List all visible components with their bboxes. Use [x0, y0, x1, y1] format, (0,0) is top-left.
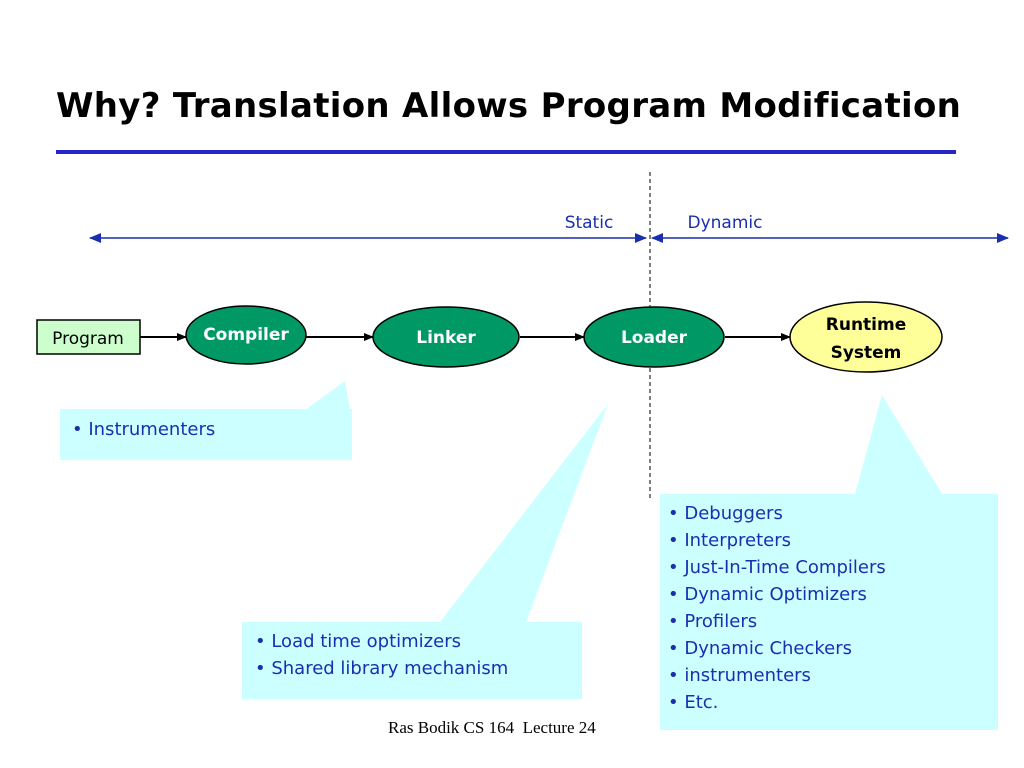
runtime-system-node: [789, 301, 943, 373]
instrumenters-list: Instrumenters: [72, 416, 215, 443]
static-label: Static: [565, 213, 614, 233]
callout-item: Debuggers: [668, 500, 886, 527]
compiler-node: [185, 305, 307, 365]
runtime-label-line1: Runtime: [826, 315, 907, 335]
load-time-list: Load time optimizersShared library mecha…: [255, 628, 508, 682]
runtime-tools-list: DebuggersInterpretersJust-In-Time Compil…: [668, 500, 886, 716]
callout-item: instrumenters: [668, 662, 886, 689]
callout-item: Load time optimizers: [255, 628, 508, 655]
callout-item: Interpreters: [668, 527, 886, 554]
compiler-label: Compiler: [203, 325, 289, 345]
program-label: Program: [52, 329, 124, 349]
dynamic-label: Dynamic: [688, 213, 763, 233]
callout-item: Dynamic Checkers: [668, 635, 886, 662]
title-underline: [56, 150, 956, 154]
runtime-callout-pointer: [855, 395, 942, 494]
callout-item: Etc.: [668, 689, 886, 716]
loader-node: [583, 306, 725, 368]
slide-footer: Ras Bodik CS 164 Lecture 24: [388, 718, 596, 737]
runtime-label-line2: System: [831, 343, 902, 363]
callout-item: Shared library mechanism: [255, 655, 508, 682]
linker-label: Linker: [416, 328, 476, 348]
callout-item: Just-In-Time Compilers: [668, 554, 885, 581]
program-box: [36, 319, 141, 355]
load-time-callout-pointer: [440, 404, 608, 622]
instrumenters-callout-pointer: [305, 381, 350, 410]
callout-item: Profilers: [668, 608, 886, 635]
loader-label: Loader: [621, 328, 688, 348]
callout-item: Dynamic Optimizers: [668, 581, 886, 608]
callout-item: Instrumenters: [72, 416, 215, 443]
linker-node: [372, 306, 520, 368]
slide-title: Why? Translation Allows Program Modifica…: [56, 86, 962, 126]
